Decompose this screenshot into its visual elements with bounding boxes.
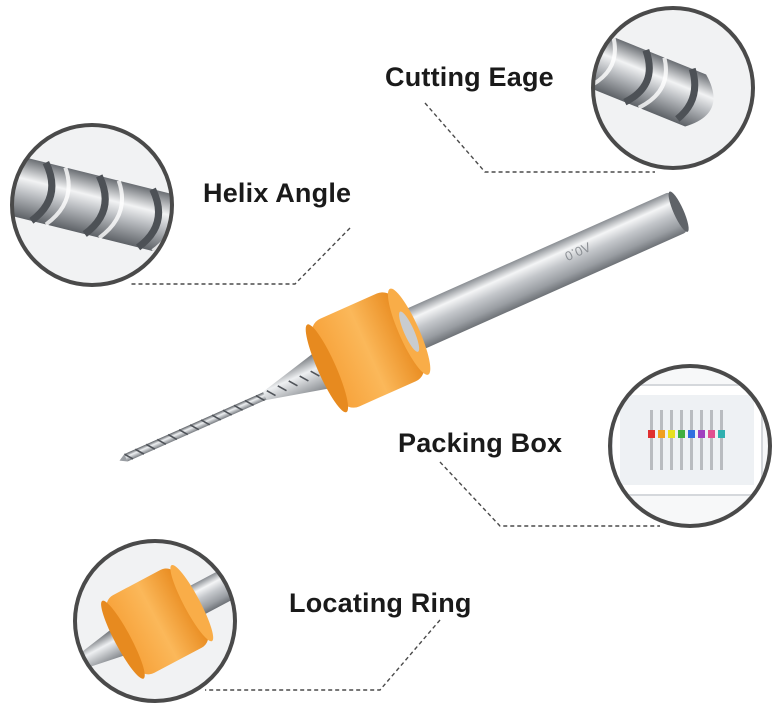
box-bit-ring [708,430,715,438]
zoom-circle-cutting-edge [591,6,755,170]
zoom-circle-helix-angle [10,123,174,287]
box-bit-ring [658,430,665,438]
drill-shank [396,192,687,353]
box-bit-ring [698,430,705,438]
zoom-circle-packing-box [608,364,772,528]
box-bit-ring [718,430,725,438]
box-bit-ring [648,430,655,438]
drill-flute [124,392,267,462]
leader-packing-box [439,461,660,527]
box-bit-shank [710,410,713,470]
box-bit-shank [690,410,693,470]
box-bit-shank [720,410,723,470]
orange-ring [305,288,431,413]
leader-lines [130,102,660,691]
zoom-circle-locating-ring [73,539,237,703]
label-cutting-edge: Cutting Eage [385,62,554,92]
main-drill-bit: Λ0.0 [119,191,689,462]
box-bit-ring [678,430,685,438]
box-bit-ring [688,430,695,438]
box-bit-shank [650,410,653,470]
box-bit-ring [668,430,675,438]
label-helix-angle: Helix Angle [203,178,352,208]
box-bit-shank [660,410,663,470]
leader-locating-ring [205,619,441,691]
label-locating-ring: Locating Ring [289,588,472,618]
box-bit-shank [680,410,683,470]
box-drill-bits [648,410,725,470]
label-packing-box: Packing Box [398,428,563,458]
leader-cutting-edge [424,102,655,173]
box-bit-shank [700,410,703,470]
box-bit-shank [670,410,673,470]
leader-helix-angle [130,227,351,285]
